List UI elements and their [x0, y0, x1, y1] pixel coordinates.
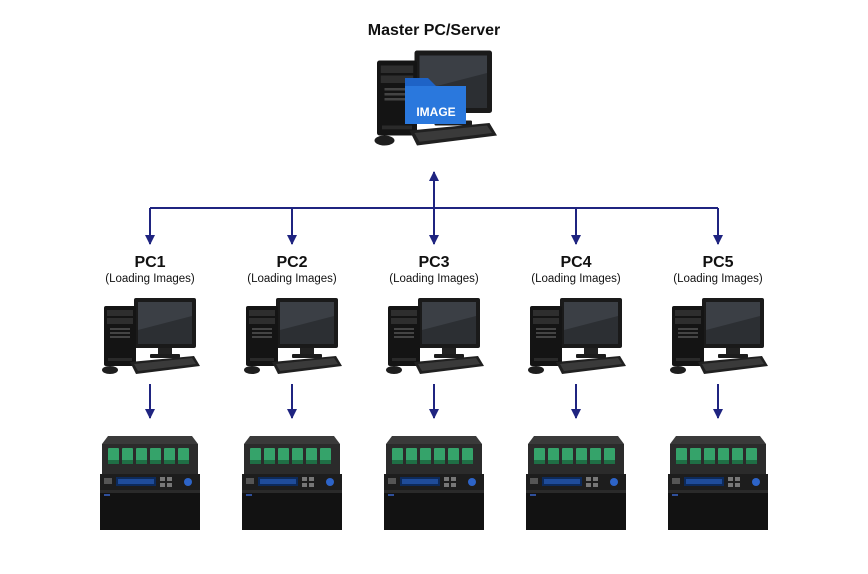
pc5-name: PC5 [702, 254, 734, 271]
pc1-name: PC1 [134, 254, 166, 271]
pc5-computer [670, 298, 768, 374]
pc4-name: PC4 [560, 254, 592, 271]
pc2-name: PC2 [276, 254, 308, 271]
pc3-name: PC3 [418, 254, 450, 271]
pc3-duplicator [384, 436, 484, 530]
pc3-computer [386, 298, 484, 374]
pc2-status: (Loading Images) [247, 273, 337, 285]
image-folder-icon: IMAGE [405, 78, 466, 124]
image-badge-label: IMAGE [416, 105, 455, 119]
pc1-status: (Loading Images) [105, 273, 195, 285]
connector-lines [145, 171, 723, 419]
pc2-duplicator [242, 436, 342, 530]
pc4-duplicator [526, 436, 626, 530]
pc4-status: (Loading Images) [531, 273, 621, 285]
pc2-computer [244, 298, 342, 374]
master-title: Master PC/Server [367, 22, 501, 39]
pc1-duplicator [100, 436, 200, 530]
pc1-computer [102, 298, 200, 374]
pc5-status: (Loading Images) [673, 273, 763, 285]
pc4-computer [528, 298, 626, 374]
pc3-status: (Loading Images) [389, 273, 479, 285]
pc5-duplicator [668, 436, 768, 530]
